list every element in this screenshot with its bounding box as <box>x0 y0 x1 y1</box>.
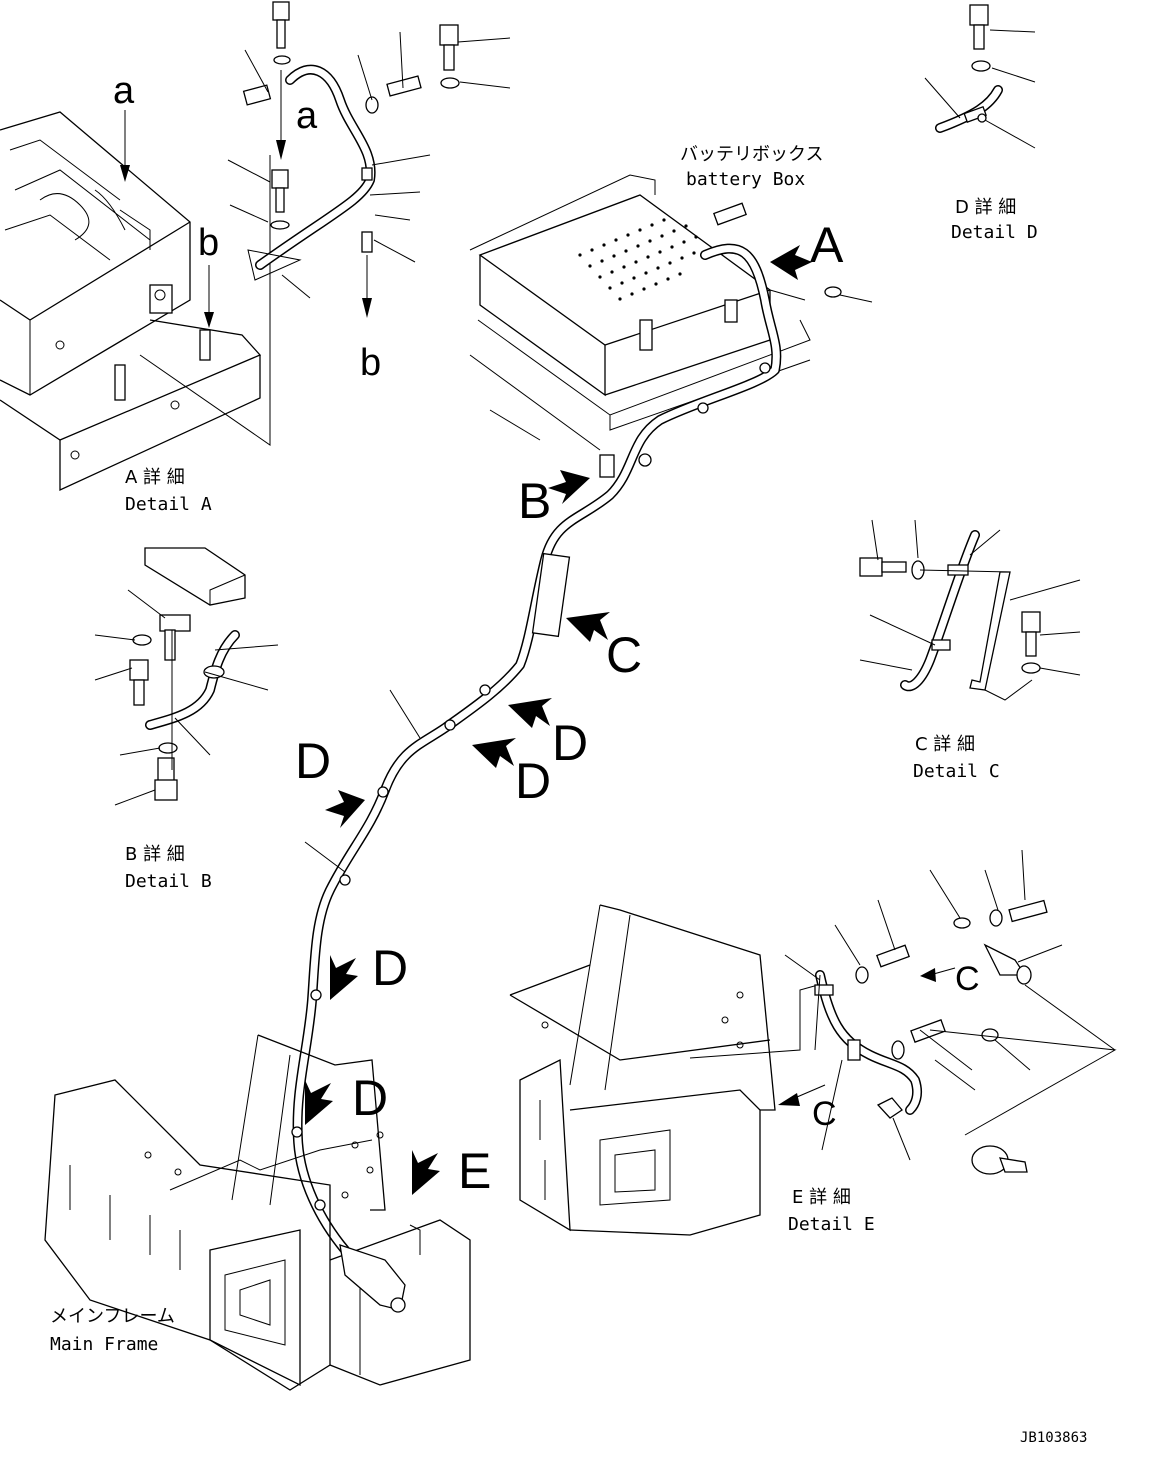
view-letter-d-4: D <box>372 940 408 996</box>
detail-a-illustration <box>0 110 271 492</box>
view-letter-e: E <box>458 1143 491 1199</box>
main-frame-illustration <box>44 1034 471 1391</box>
view-letter-d-3: D <box>295 733 331 789</box>
detail-b-label-jp: B 詳 細 <box>125 844 185 865</box>
detail-a-hose-exploded <box>227 1 511 318</box>
detail-a-label-en: Detail A <box>125 494 212 515</box>
detail-e-label-en: Detail E <box>788 1214 875 1235</box>
ref-letter-b-top: b <box>360 342 381 384</box>
detail-e-label-jp: E 詳 細 <box>792 1187 851 1208</box>
view-letter-d-1: D <box>552 715 588 771</box>
view-letter-c: C <box>606 627 642 683</box>
detail-a-label-jp: A 詳 細 <box>125 467 185 488</box>
ref-letter-c-upper: C <box>955 960 980 998</box>
view-letter-d-5: D <box>352 1070 388 1126</box>
main-frame-label-jp: メインフレーム <box>50 1306 175 1327</box>
battery-box-illustration <box>469 174 873 451</box>
detail-b-illustration <box>94 547 279 806</box>
detail-c-label-jp: C 詳 細 <box>915 734 975 755</box>
detail-c-label-en: Detail C <box>913 761 1000 782</box>
drawing-number: JB103863 <box>1020 1430 1087 1446</box>
view-arrows <box>305 245 812 1195</box>
view-letter-b: B <box>518 473 551 529</box>
vent-holes <box>578 218 698 301</box>
detail-e-illustration <box>509 849 1117 1236</box>
ref-letter-a-top: a <box>296 95 318 137</box>
main-hose-route <box>291 243 782 1255</box>
ref-letter-b-left: b <box>198 222 219 264</box>
detail-c-illustration <box>859 519 1081 701</box>
battery-box-label-en: battery Box <box>686 169 805 190</box>
detail-b-label-en: Detail B <box>125 871 212 892</box>
detail-d-label-en: Detail D <box>951 222 1038 243</box>
main-frame-label-en: Main Frame <box>50 1334 158 1355</box>
detail-d-label-jp: D 詳 細 <box>955 197 1016 218</box>
ref-letter-a-left: a <box>113 70 135 112</box>
view-letter-a: A <box>810 217 844 273</box>
ref-letter-c-lower: C <box>812 1095 837 1133</box>
detail-d-illustration <box>924 4 1036 149</box>
view-letter-d-2: D <box>515 753 551 809</box>
battery-box-label-jp: バッテリボックス <box>680 144 823 165</box>
